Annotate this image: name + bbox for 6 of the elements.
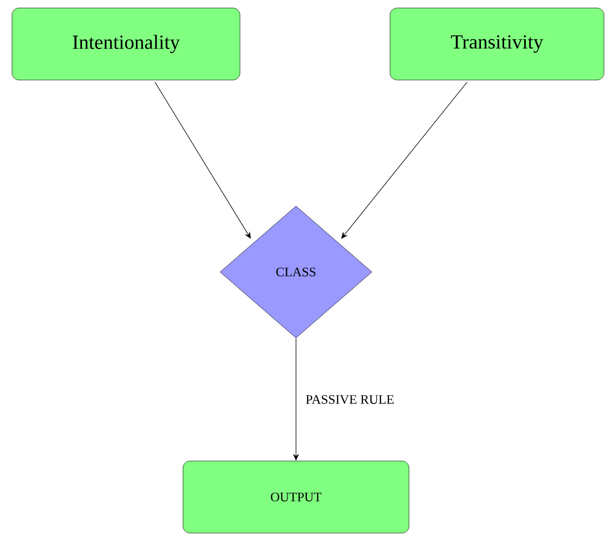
- process-box: Intentionality: [12, 8, 240, 80]
- process-box: Transitivity: [390, 8, 604, 80]
- edge-label: PASSIVE RULE: [306, 395, 394, 404]
- process-box: OUTPUT: [182, 460, 410, 534]
- arrow: [154, 82, 251, 239]
- arrow: [341, 82, 468, 239]
